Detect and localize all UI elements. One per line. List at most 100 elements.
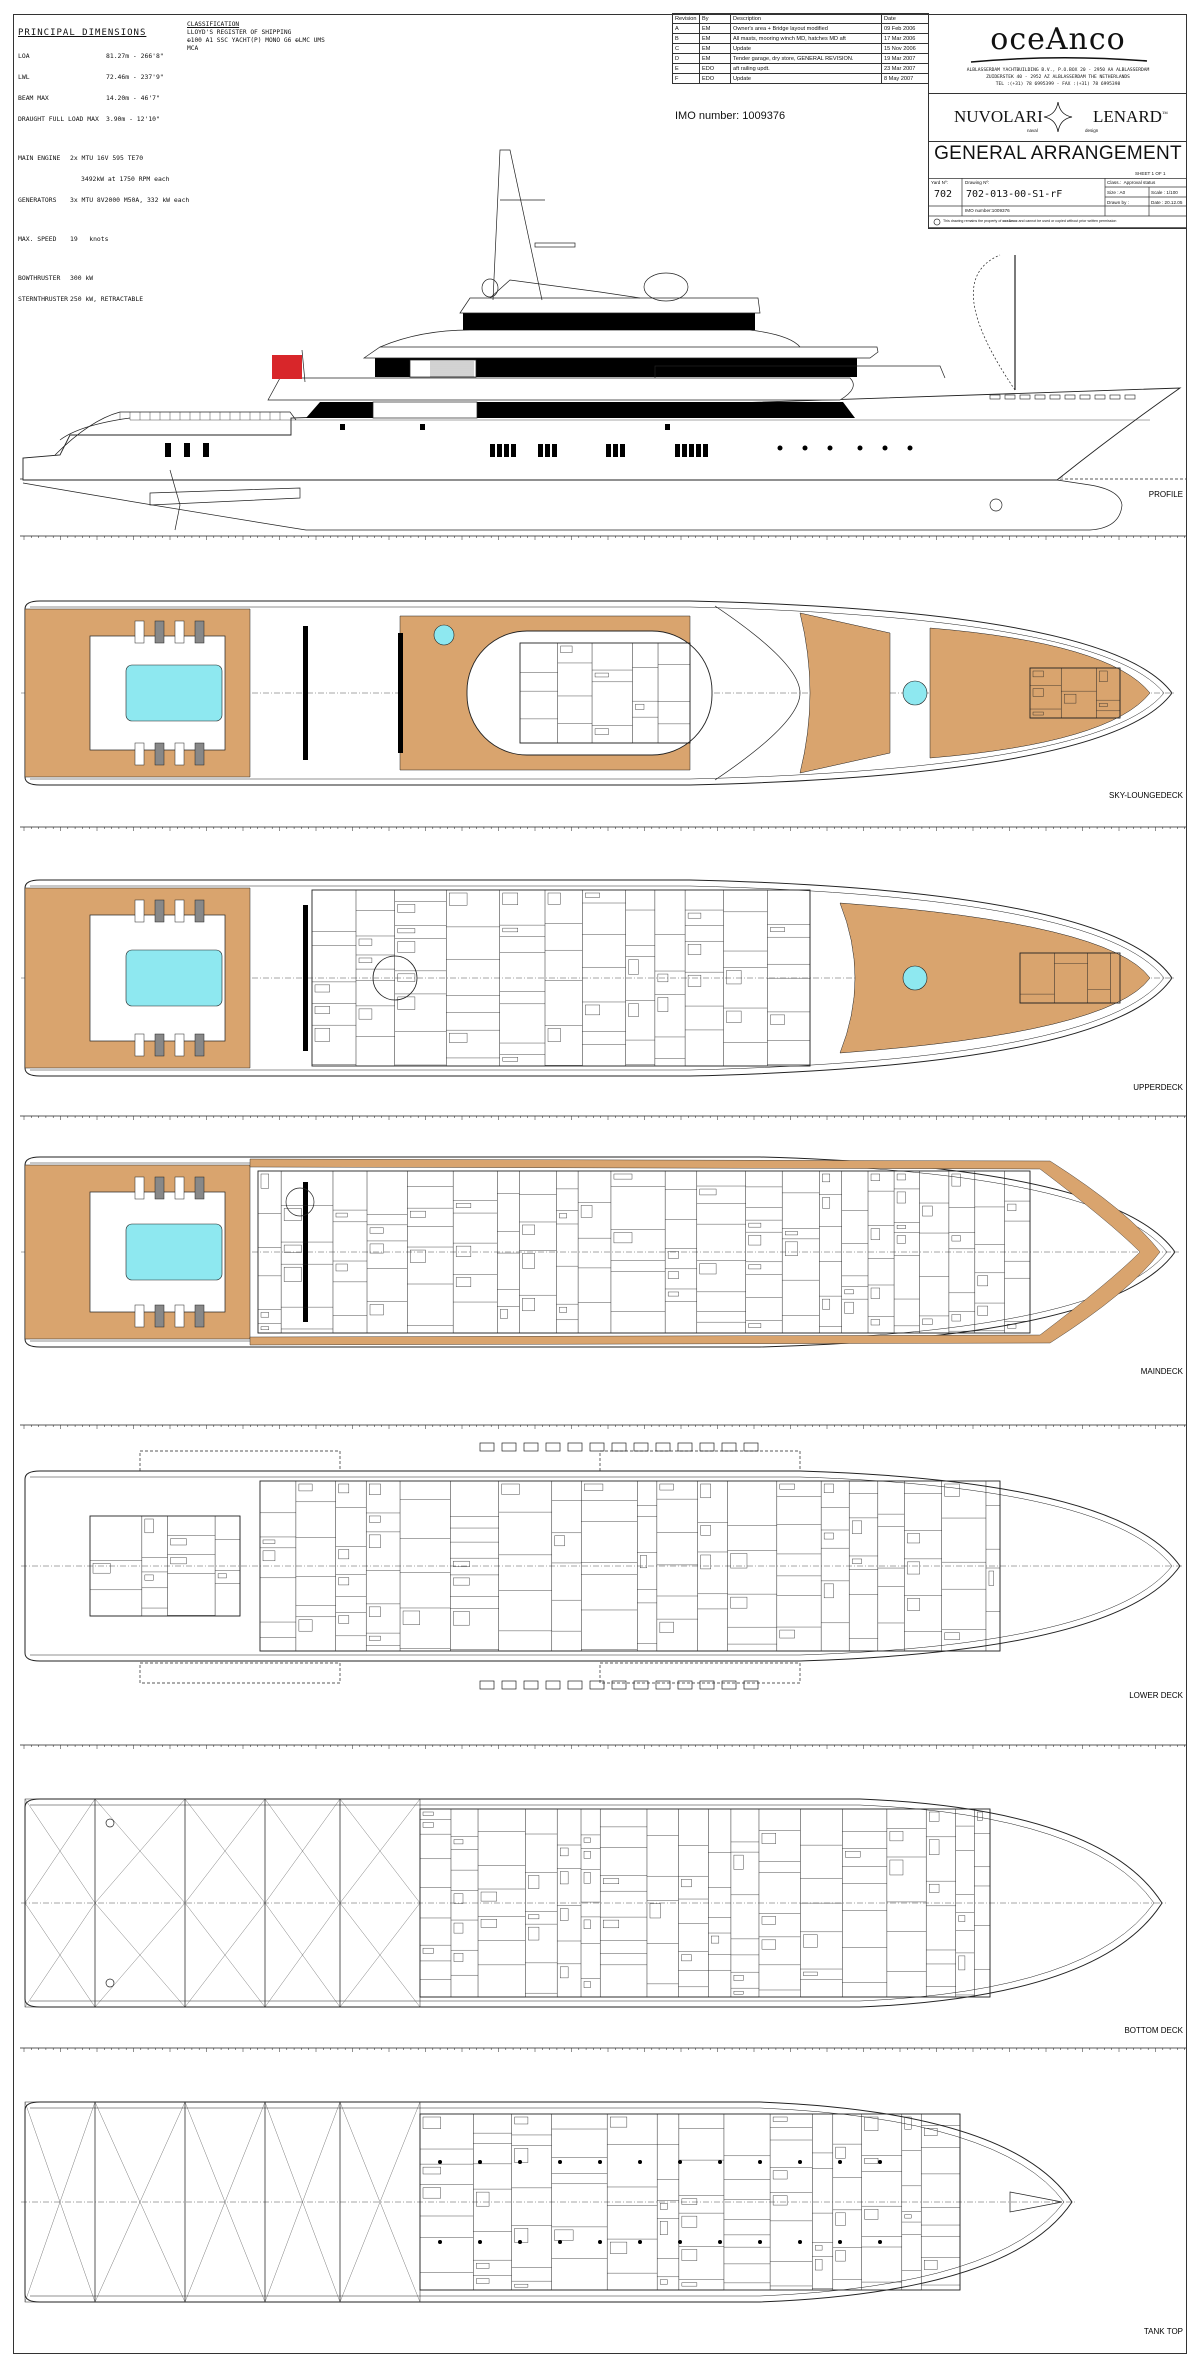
void-cross <box>264 1798 341 2008</box>
furniture <box>845 1851 861 1858</box>
hull-port <box>523 1442 539 1452</box>
flag-staff <box>301 349 306 383</box>
void-cross <box>184 1798 266 2008</box>
drawing-date: Date : 20.12.05 <box>1151 200 1183 205</box>
sheet-size: Size : A0 <box>1107 190 1126 195</box>
bridge-window <box>1094 394 1106 400</box>
main-engine-value: 2x MTU 16V 595 TE70 <box>70 154 144 162</box>
hull-port <box>545 1680 561 1690</box>
drawing-title: GENERAL ARRANGEMENT <box>934 143 1182 164</box>
porthole <box>882 445 888 451</box>
furniture <box>699 1188 717 1196</box>
furniture <box>1007 1324 1017 1329</box>
furniture <box>761 1939 776 1950</box>
manhole <box>478 2240 482 2244</box>
hull-port <box>633 1680 649 1690</box>
manhole <box>798 2160 802 2164</box>
furniture <box>761 1916 776 1925</box>
furniture <box>314 984 330 993</box>
furniture <box>711 1935 720 1944</box>
hull-window <box>511 444 516 457</box>
furniture <box>522 1253 535 1269</box>
circular-dining-table <box>372 955 418 1001</box>
furniture <box>528 1926 540 1941</box>
deck-divider <box>398 633 403 753</box>
furniture <box>748 1222 762 1228</box>
void-cross <box>264 2101 341 2303</box>
furniture <box>476 2191 490 2207</box>
furniture <box>699 1263 717 1275</box>
classification-line: ✠100 A1 SSC YACHT(P) MONO G6 ✠LMC UMS <box>187 37 325 44</box>
frame-ruler <box>20 1115 1186 1120</box>
furniture <box>681 2282 698 2287</box>
furniture <box>889 1831 904 1842</box>
max-speed-label: MAX. SPEED <box>18 235 57 243</box>
furniture <box>580 1205 593 1218</box>
radar-scanner <box>534 242 576 248</box>
furniture <box>369 1304 384 1316</box>
furniture <box>823 1583 834 1599</box>
furniture <box>687 912 702 919</box>
max-speed-value: 19 knots <box>70 235 109 243</box>
furniture <box>314 1027 330 1042</box>
deck-label-sky-lounge: SKY-LOUNGEDECK <box>1109 791 1184 800</box>
void-cross <box>339 1798 421 2008</box>
furniture <box>480 1919 497 1928</box>
naval-label: naval <box>1027 128 1038 133</box>
rudder <box>169 469 181 531</box>
sunbed <box>174 742 185 766</box>
hull-port <box>589 1442 605 1452</box>
furniture <box>476 2278 490 2284</box>
void-cross <box>184 2101 266 2303</box>
furniture <box>896 1225 906 1229</box>
furniture <box>864 2158 879 2164</box>
furniture <box>585 892 600 898</box>
tender-hatch-outline <box>599 1662 801 1684</box>
furniture <box>803 1971 818 1976</box>
notice-prefix: This drawing remains the property of <box>943 219 1002 223</box>
void-cross <box>94 1798 186 2008</box>
sunbed <box>154 1304 165 1328</box>
star-logo-icon <box>1043 101 1073 133</box>
dim-label: BEAM MAX <box>18 94 49 102</box>
sunbed <box>174 1176 185 1200</box>
furniture <box>583 1837 591 1843</box>
furniture <box>944 1632 960 1641</box>
hull-side <box>22 387 1182 481</box>
furniture <box>772 2170 788 2180</box>
hull-port <box>523 1680 539 1690</box>
void-cross <box>24 1798 96 2008</box>
bridge-window <box>1004 394 1016 400</box>
furniture <box>560 645 573 653</box>
furniture <box>422 2187 441 2199</box>
furniture <box>924 2260 938 2270</box>
sunbed <box>154 742 165 766</box>
bridge-window <box>1019 394 1031 400</box>
hull-port <box>567 1442 583 1452</box>
manhole <box>558 2160 562 2164</box>
furniture <box>851 1558 862 1564</box>
notice-brand: oceAnco <box>1002 219 1018 223</box>
manhole <box>758 2160 762 2164</box>
max-speed-row: MAX. SPEED 19 knots <box>18 236 189 243</box>
furniture <box>822 1197 831 1209</box>
furniture <box>659 1621 674 1633</box>
void-cross <box>94 2101 186 2303</box>
side-deck-teak <box>249 1158 1161 1346</box>
manhole <box>838 2240 842 2244</box>
furniture <box>453 1560 470 1567</box>
furniture <box>260 1326 269 1331</box>
hull-port <box>721 1442 737 1452</box>
sternthruster-label: STERNTHRUSTER <box>18 295 69 303</box>
furniture <box>726 1010 742 1023</box>
furniture <box>944 1483 960 1497</box>
swimming-pool <box>125 664 223 722</box>
sunbed <box>134 620 145 644</box>
title-block-imo: IMO number:1009376 <box>965 208 1010 213</box>
furniture <box>585 1004 600 1016</box>
furniture <box>338 1615 350 1624</box>
manhole <box>518 2160 522 2164</box>
